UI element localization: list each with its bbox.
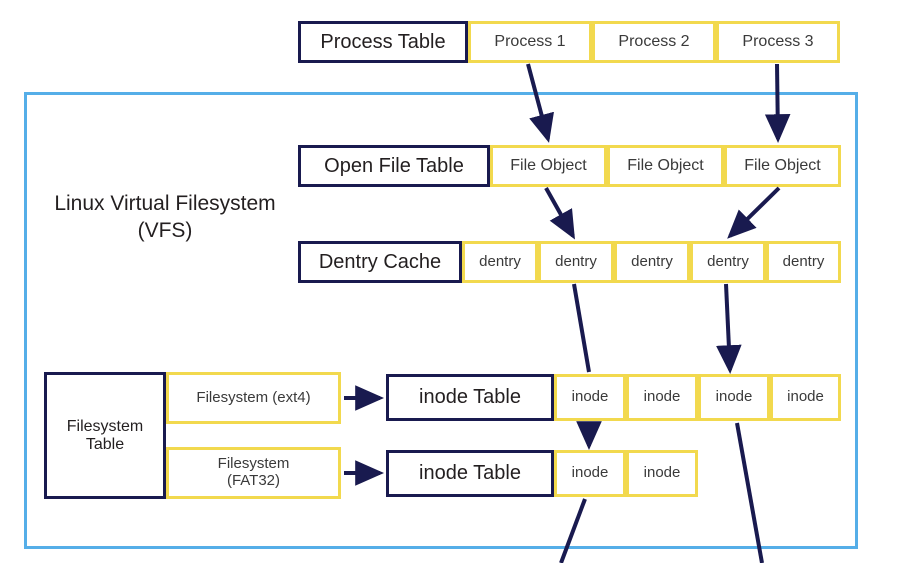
open-file-table-cell-3[interactable]: File Object [724, 145, 841, 187]
dentry-cache-cell-4[interactable]: dentry [690, 241, 766, 283]
process-table-cell-1[interactable]: Process 1 [468, 21, 592, 63]
dentry-cache-cell-1[interactable]: dentry [462, 241, 538, 283]
filesystem-entry-fat32[interactable]: Filesystem (FAT32) [166, 447, 341, 499]
process-table-header: Process Table [298, 21, 468, 63]
filesystem-entry-fat32-line2: (FAT32) [226, 472, 281, 489]
open-file-table-cell-1[interactable]: File Object [490, 145, 607, 187]
inode-table-ext4-header: inode Table [386, 374, 554, 421]
dentry-cache-cell-5[interactable]: dentry [766, 241, 841, 283]
dentry-cache-header: Dentry Cache [298, 241, 462, 283]
open-file-table-cell-2[interactable]: File Object [607, 145, 724, 187]
inode-table-ext4-cell-4[interactable]: inode [770, 374, 841, 421]
vfs-container-box [24, 92, 858, 549]
process-table-cell-2[interactable]: Process 2 [592, 21, 716, 63]
vfs-label-line1: Linux Virtual Filesystem [54, 192, 276, 215]
inode-table-fat32-cell-2[interactable]: inode [626, 450, 698, 497]
filesystem-table-header-line1: Filesystem [66, 417, 144, 435]
inode-table-fat32-cell-1[interactable]: inode [554, 450, 626, 497]
inode-table-ext4-cell-3[interactable]: inode [698, 374, 770, 421]
open-file-table-header: Open File Table [298, 145, 490, 187]
inode-table-fat32-header: inode Table [386, 450, 554, 497]
dentry-cache-cell-3[interactable]: dentry [614, 241, 690, 283]
vfs-label-line2: (VFS) [137, 219, 193, 243]
filesystem-entry-fat32-line1: Filesystem [217, 455, 290, 473]
inode-table-ext4-cell-2[interactable]: inode [626, 374, 698, 421]
process-table-cell-3[interactable]: Process 3 [716, 21, 840, 63]
inode-table-ext4-cell-1[interactable]: inode [554, 374, 626, 421]
filesystem-table-header: Filesystem Table [44, 372, 166, 499]
filesystem-table-header-line2: Table [85, 435, 125, 453]
vfs-label: Linux Virtual Filesystem (VFS) [36, 190, 294, 245]
filesystem-entry-ext4[interactable]: Filesystem (ext4) [166, 372, 341, 424]
dentry-cache-cell-2[interactable]: dentry [538, 241, 614, 283]
